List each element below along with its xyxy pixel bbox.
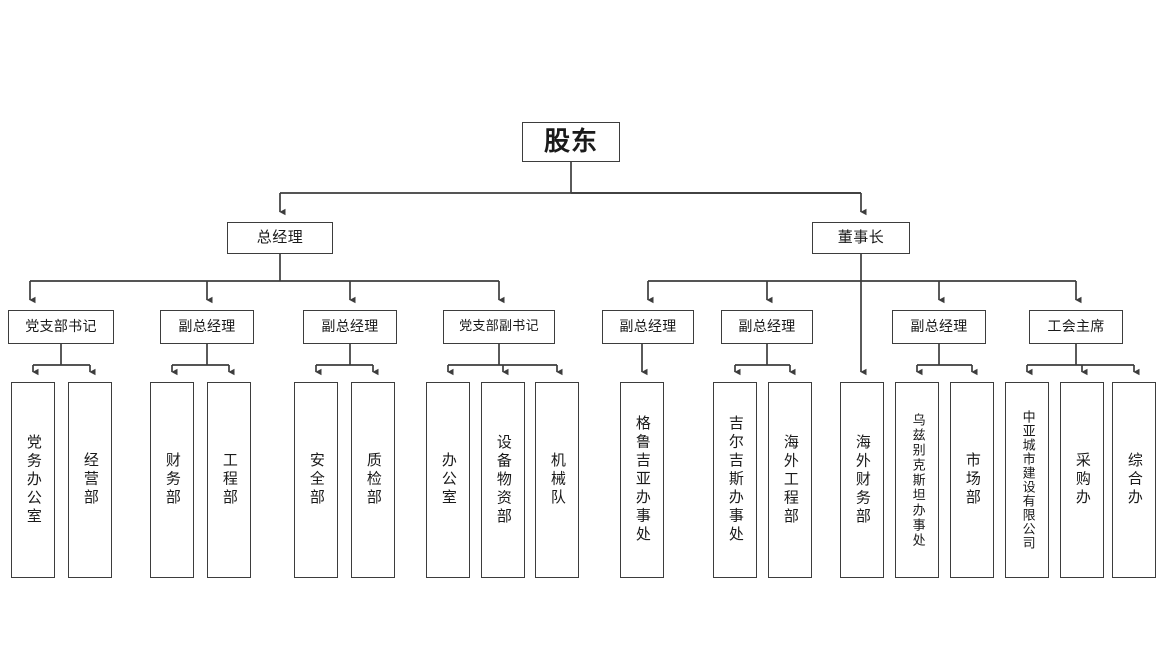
node-label: 副总经理: [910, 318, 968, 335]
node-overseas-finance-department[interactable]: 海外财务部: [840, 382, 884, 578]
node-deputy-gm-5[interactable]: 副总经理: [892, 310, 986, 344]
node-label: 财务部: [163, 452, 182, 508]
node-label: 设备物资部: [494, 433, 513, 527]
node-label: 党务办公室: [24, 433, 43, 527]
node-label: 副总经理: [619, 318, 677, 335]
node-deputy-gm-2[interactable]: 副总经理: [303, 310, 397, 344]
node-deputy-gm-4[interactable]: 副总经理: [721, 310, 813, 344]
node-general-manager[interactable]: 总经理: [227, 222, 333, 254]
node-label: 安全部: [307, 452, 326, 508]
node-central-asia-urban-construction-co[interactable]: 中亚城市建设有限公司: [1005, 382, 1049, 578]
node-label: 经营部: [81, 452, 100, 508]
node-union-chairman[interactable]: 工会主席: [1029, 310, 1123, 344]
node-equipment-materials-department[interactable]: 设备物资部: [481, 382, 525, 578]
node-label: 综合办: [1125, 452, 1144, 508]
node-label: 副总经理: [738, 318, 796, 335]
node-label: 中亚城市建设有限公司: [1019, 410, 1035, 550]
node-label: 党支部书记: [25, 318, 97, 335]
node-label: 办公室: [439, 452, 458, 508]
node-label: 工会主席: [1047, 318, 1105, 335]
node-label: 党支部副书记: [459, 319, 539, 335]
node-deputy-gm-1[interactable]: 副总经理: [160, 310, 254, 344]
node-general-affairs-office[interactable]: 综合办: [1112, 382, 1156, 578]
node-quality-inspection-department[interactable]: 质检部: [351, 382, 395, 578]
node-label: 工程部: [220, 452, 239, 508]
node-label: 海外工程部: [781, 433, 800, 527]
node-label: 副总经理: [321, 318, 379, 335]
node-uzbekistan-office[interactable]: 乌兹别克斯坦办事处: [895, 382, 939, 578]
node-label: 格鲁吉亚办事处: [633, 415, 652, 545]
node-georgia-office[interactable]: 格鲁吉亚办事处: [620, 382, 664, 578]
node-label: 股东: [543, 126, 598, 157]
node-root-shareholders[interactable]: 股东: [522, 122, 620, 162]
node-machinery-team[interactable]: 机械队: [535, 382, 579, 578]
node-label: 海外财务部: [853, 433, 872, 527]
node-chairman[interactable]: 董事长: [812, 222, 910, 254]
node-label: 总经理: [256, 228, 304, 247]
node-deputy-gm-3[interactable]: 副总经理: [602, 310, 694, 344]
node-label: 采购办: [1073, 452, 1092, 508]
node-marketing-department[interactable]: 市场部: [950, 382, 994, 578]
node-purchasing-office[interactable]: 采购办: [1060, 382, 1104, 578]
node-operations-department[interactable]: 经营部: [68, 382, 112, 578]
node-label: 机械队: [548, 452, 567, 508]
node-kyrgyzstan-office[interactable]: 吉尔吉斯办事处: [713, 382, 757, 578]
node-label: 质检部: [364, 452, 383, 508]
node-party-branch-secretary[interactable]: 党支部书记: [8, 310, 114, 344]
node-label: 乌兹别克斯坦办事处: [909, 412, 925, 548]
node-label: 吉尔吉斯办事处: [726, 415, 745, 545]
node-party-branch-deputy-secretary[interactable]: 党支部副书记: [443, 310, 555, 344]
node-office[interactable]: 办公室: [426, 382, 470, 578]
node-engineering-department[interactable]: 工程部: [207, 382, 251, 578]
node-finance-department[interactable]: 财务部: [150, 382, 194, 578]
node-party-affairs-office[interactable]: 党务办公室: [11, 382, 55, 578]
node-label: 市场部: [963, 452, 982, 508]
node-label: 董事长: [837, 228, 885, 247]
node-label: 副总经理: [178, 318, 236, 335]
node-overseas-engineering-department[interactable]: 海外工程部: [768, 382, 812, 578]
node-safety-department[interactable]: 安全部: [294, 382, 338, 578]
